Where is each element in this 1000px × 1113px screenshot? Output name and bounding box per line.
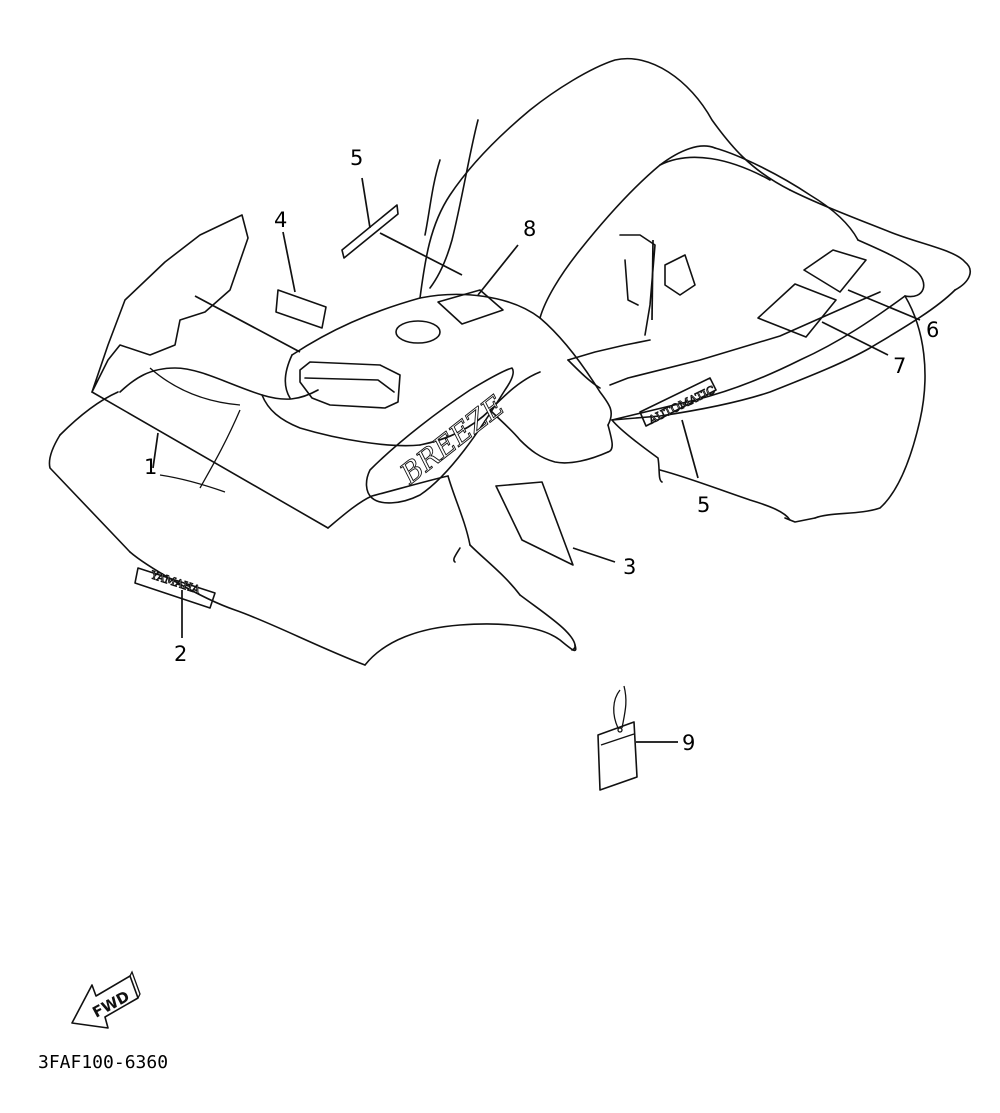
hang-tag-part-9 bbox=[597, 685, 638, 791]
decal-part-4 bbox=[275, 289, 327, 329]
callout-9: 9 bbox=[682, 731, 695, 755]
decal-part-8 bbox=[437, 289, 504, 325]
callout-numbers: 1 2 3 4 5 5 6 7 8 9 bbox=[144, 146, 939, 755]
callout-4: 4 bbox=[274, 208, 287, 232]
figure-code: 3FAF100-6360 bbox=[38, 1052, 168, 1073]
breeze-decal-text: BREEZE bbox=[393, 389, 511, 491]
fwd-label: FWD bbox=[89, 987, 132, 1021]
rear-fender-body bbox=[48, 57, 971, 666]
decal-part-6 bbox=[803, 249, 867, 293]
callout-6: 6 bbox=[926, 318, 939, 342]
decal-part-7 bbox=[757, 283, 837, 338]
callout-1: 1 bbox=[144, 455, 157, 479]
callout-3: 3 bbox=[623, 555, 636, 579]
callout-5-top: 5 bbox=[350, 146, 363, 170]
callout-5-bottom: 5 bbox=[697, 493, 710, 517]
leader-lines bbox=[152, 177, 921, 743]
fwd-arrow-icon: FWD bbox=[71, 970, 141, 1029]
callout-2: 2 bbox=[174, 642, 187, 666]
decal-part-5-top bbox=[341, 204, 399, 259]
decal-part-3 bbox=[495, 481, 574, 566]
callout-8: 8 bbox=[523, 217, 536, 241]
yamaha-decal-text: YAMAHA bbox=[148, 568, 203, 597]
yamaha-decal: YAMAHA bbox=[134, 567, 216, 609]
automatic-decal: AUTOMATIC bbox=[639, 377, 718, 428]
callout-7: 7 bbox=[893, 354, 906, 378]
